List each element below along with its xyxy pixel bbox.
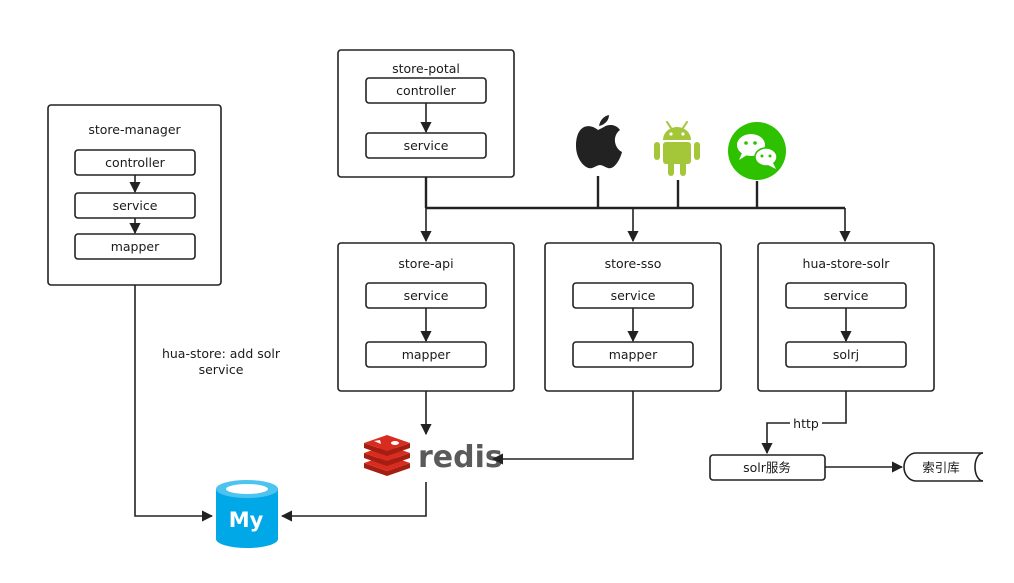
store-sso-node: store-sso service mapper: [544, 242, 722, 392]
solr-edges: http: [761, 391, 904, 473]
redis-logo-icon: [364, 435, 410, 476]
redis-edges: [280, 391, 634, 522]
store-api-mapper: mapper: [402, 347, 451, 362]
store-manager-title: store-manager: [88, 122, 181, 137]
hua-store-solr-title: hua-store-solr: [803, 256, 891, 271]
hua-store-solr-solrj: solrj: [833, 347, 859, 362]
note-line-1: hua-store: add solr: [162, 346, 281, 361]
store-sso-mapper: mapper: [609, 347, 658, 362]
solr-note: hua-store: add solr service: [162, 346, 281, 377]
note-line-2: service: [199, 362, 244, 377]
store-sso-service: service: [611, 288, 656, 303]
store-potal-service: service: [404, 138, 449, 153]
store-manager-controller: controller: [105, 155, 165, 170]
hua-store-solr-service: service: [824, 288, 869, 303]
store-api-node: store-api service mapper: [337, 242, 515, 392]
redis-label: redis: [418, 440, 503, 475]
http-label: http: [793, 416, 819, 431]
wechat-icon: [728, 122, 786, 180]
store-potal-title: store-potal: [392, 61, 460, 76]
redis-node: redis: [364, 435, 503, 476]
solr-service-label: solr服务: [743, 460, 791, 475]
manager-to-mysql-edge: [134, 285, 214, 522]
store-api-service: service: [404, 288, 449, 303]
store-potal-controller: controller: [396, 83, 456, 98]
client-bus-connectors: [420, 176, 851, 243]
android-icon: [654, 121, 700, 176]
hua-store-solr-node: hua-store-solr service solrj: [757, 242, 935, 392]
mysql-label: My: [229, 508, 264, 532]
index-store-label: 索引库: [922, 460, 960, 475]
store-manager-mapper: mapper: [111, 239, 160, 254]
store-manager-node: store-manager controller service mapper: [47, 104, 222, 286]
store-api-title: store-api: [398, 256, 453, 271]
apple-icon: [576, 115, 622, 169]
solr-service-node: solr服务: [709, 454, 826, 481]
mysql-database-icon: [216, 480, 278, 548]
index-store-node: 索引库: [903, 452, 984, 482]
mysql-node: My: [216, 480, 278, 548]
store-potal-node: store-potal controller service: [337, 49, 515, 178]
store-sso-title: store-sso: [605, 256, 662, 271]
store-manager-service: service: [113, 198, 158, 213]
